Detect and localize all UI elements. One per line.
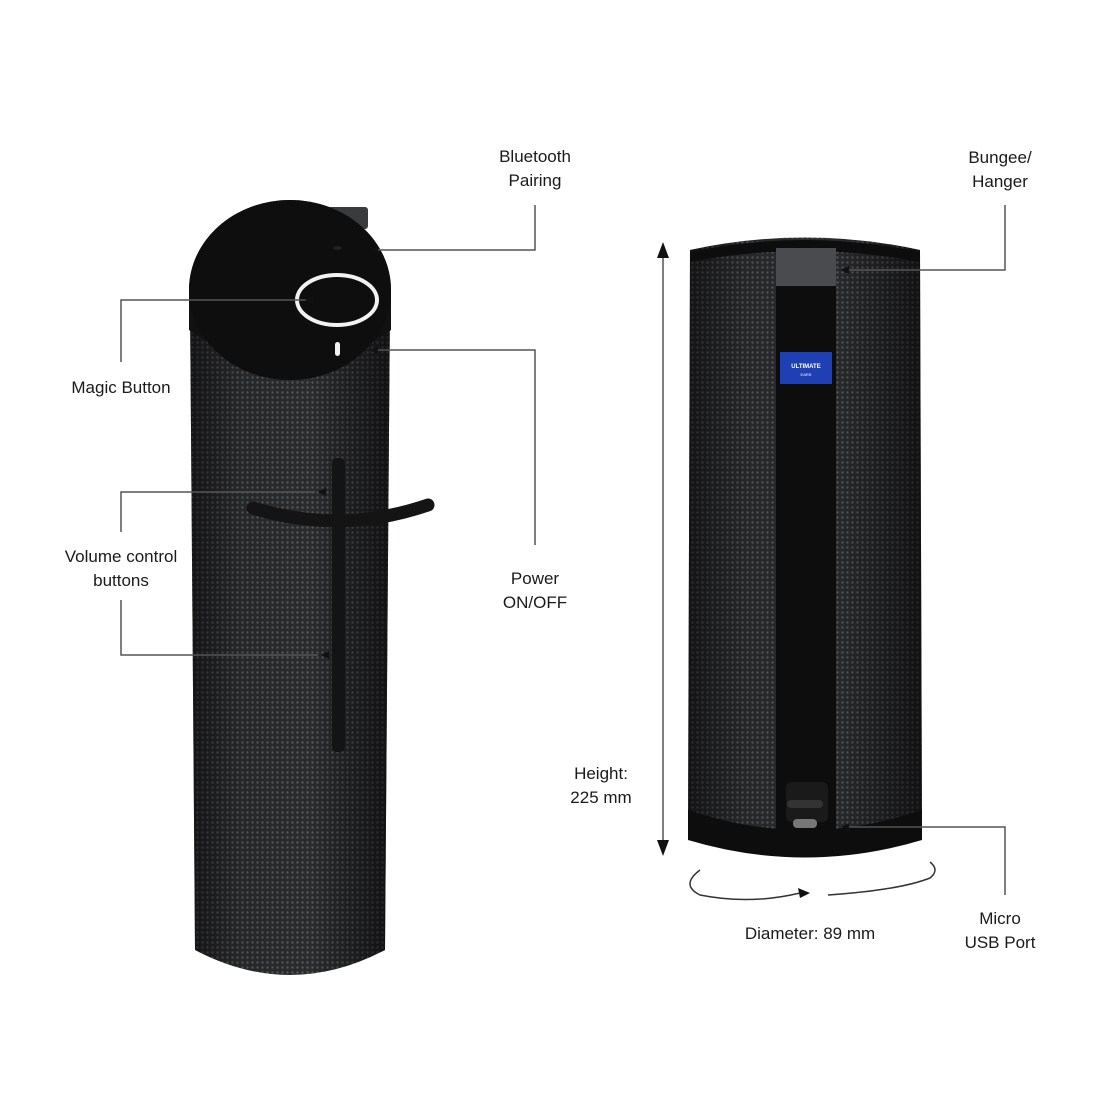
label-height: Height: 225 mm — [570, 764, 632, 807]
bungee-hanger — [776, 248, 836, 286]
height-arrow-top-icon — [657, 242, 669, 258]
label-bluetooth-pairing: Bluetooth Pairing — [499, 147, 571, 190]
callout-lines-left — [120, 205, 536, 656]
speaker-front-view — [189, 200, 435, 975]
label-power: Power ON/OFF — [502, 569, 568, 612]
label-bungee-hanger: Bungee/ Hanger — [968, 148, 1032, 191]
label-diameter: Diameter: 89 mm — [744, 924, 876, 943]
label-volume-control: Volume control buttons — [64, 547, 178, 590]
svg-text:EARS: EARS — [801, 372, 812, 377]
svg-text:ULTIMATE: ULTIMATE — [791, 364, 820, 370]
bluetooth-button-icon — [333, 246, 341, 250]
strap-badge — [780, 352, 832, 384]
speaker-back-view: ULTIMATE EARS — [688, 237, 922, 858]
diameter-arrow-icon — [689, 861, 936, 901]
height-arrow-bottom-icon — [657, 840, 669, 856]
label-micro-usb: Micro USB Port — [964, 909, 1036, 952]
power-button-icon — [335, 342, 340, 356]
volume-minus-icon — [332, 612, 345, 752]
label-magic-button: Magic Button — [71, 378, 171, 397]
usb-port-icon — [793, 819, 817, 828]
